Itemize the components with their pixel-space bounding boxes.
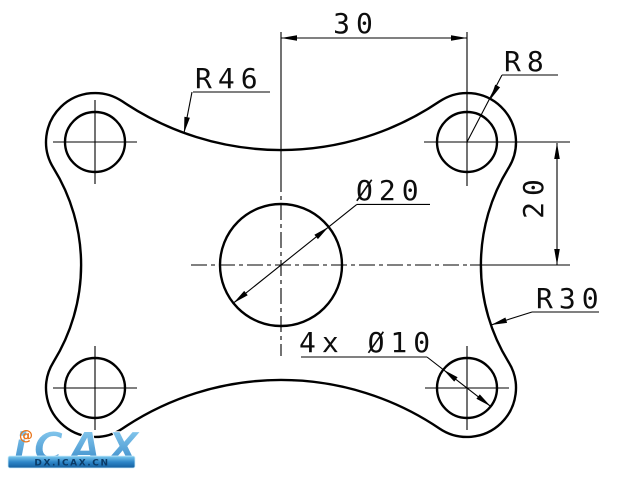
dia-20-label: Ø20 — [356, 174, 425, 207]
center-hole-axes — [191, 176, 470, 356]
diameter-line — [233, 203, 358, 304]
dimension-30: 30 — [280, 7, 468, 186]
logo-url-text: DX.ICAX.CN — [34, 459, 109, 469]
logo-banner — [7, 455, 136, 469]
callout-r8: R8 — [466, 45, 558, 143]
dimension-20: 20 — [424, 141, 570, 266]
r8-label: R8 — [504, 45, 550, 78]
corner-holes-label: 4x Ø10 — [299, 326, 436, 359]
dim-20-label: 20 — [517, 173, 550, 219]
arrowhead — [281, 35, 297, 41]
at-icon: @ — [19, 428, 33, 444]
arrowhead — [554, 143, 560, 159]
dim-30-label: 30 — [333, 7, 379, 40]
arrowhead — [233, 290, 248, 304]
arrowhead — [476, 394, 491, 407]
callout-r46: R46 — [183, 62, 270, 134]
leader-line — [466, 74, 503, 143]
r30-label: R30 — [536, 282, 605, 315]
arrowhead — [490, 84, 501, 100]
arrowhead — [314, 226, 329, 240]
arrowhead — [491, 317, 508, 325]
watermark-logo: iCAX @ DX.ICAX.CN — [7, 425, 139, 471]
callout-dia20: Ø20 — [233, 174, 430, 304]
callout-r30: R30 — [490, 282, 605, 326]
callout-4x-dia10: 4x Ø10 — [299, 326, 492, 407]
arrowhead — [451, 35, 467, 41]
r46-label: R46 — [195, 62, 264, 95]
arrowhead — [184, 116, 190, 133]
arrowhead — [443, 369, 458, 382]
arrowhead — [554, 249, 560, 265]
plate-outline — [44, 91, 518, 439]
